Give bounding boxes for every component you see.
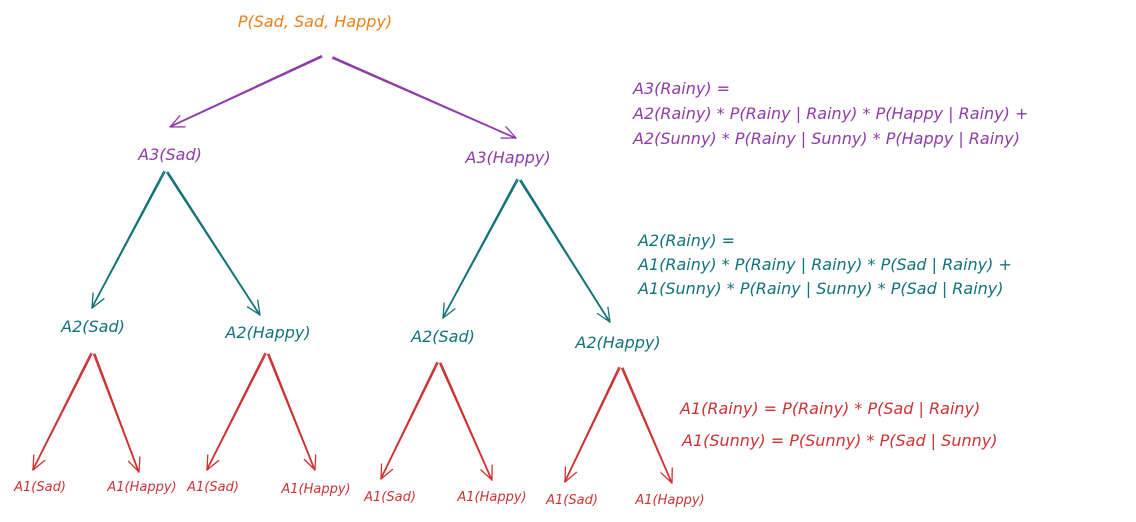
a2-formula-line-1: A2(Rainy) = (637, 231, 735, 250)
tree-edges (31, 55, 673, 484)
a2-happy-node-1: A2(Happy) (224, 323, 310, 342)
a3-happy-node: A3(Happy) (464, 148, 550, 167)
a1-sad-leaf-1: A1(Sad) (13, 480, 66, 495)
edge-a2-sad-2-a1-sad (379, 361, 439, 480)
a1-formula-line-1: A1(Rainy) = P(Rainy) * P(Sad | Rainy) (679, 399, 980, 418)
a2-sad-node-2: A2(Sad) (410, 327, 475, 346)
a1-sad-leaf-2: A1(Sad) (186, 480, 239, 495)
edge-a3-sad-a2-sad (90, 170, 166, 309)
edge-a2-happy-2-a1-sad (563, 366, 621, 483)
edge-a2-happy-2-a1-happy (621, 367, 673, 484)
edge-root-a3-happy (331, 56, 517, 140)
a3-formula-line-3: A2(Sunny) * P(Rainy | Sunny) * P(Happy |… (632, 129, 1020, 148)
a2-sad-node-1: A2(Sad) (60, 317, 125, 336)
a3-formula-line-1: A3(Rainy) = (632, 79, 730, 98)
edge-a2-sad-2-a1-happy (439, 362, 493, 481)
edge-a2-happy-1-a1-sad (205, 352, 267, 471)
edge-a3-happy-a2-happy (519, 179, 611, 323)
a1-sad-leaf-4: A1(Sad) (545, 493, 598, 508)
a2-happy-node-2: A2(Happy) (574, 333, 660, 352)
a1-happy-leaf-4: A1(Happy) (634, 493, 704, 508)
a3-formula-line-2: A2(Rainy) * P(Rainy | Rainy) * P(Happy |… (632, 104, 1028, 123)
edge-root-a3-sad (169, 55, 323, 128)
edge-a2-sad-1-a1-happy (93, 353, 141, 473)
a3-sad-node: A3(Sad) (137, 145, 202, 164)
a1-happy-leaf-2: A1(Happy) (280, 482, 350, 497)
edge-a3-happy-a2-sad (441, 178, 519, 319)
edge-a2-happy-1-a1-happy (267, 353, 317, 471)
a2-formula-line-3: A1(Sunny) * P(Rainy | Sunny) * P(Sad | R… (637, 279, 1004, 298)
root-node: P(Sad, Sad, Happy) (238, 12, 392, 31)
a1-formula-line-2: A1(Sunny) = P(Sunny) * P(Sad | Sunny) (681, 431, 997, 450)
a2-formula-line-2: A1(Rainy) * P(Rainy | Rainy) * P(Sad | R… (637, 255, 1012, 274)
a1-sad-leaf-3: A1(Sad) (363, 490, 416, 505)
edge-a3-sad-a2-happy (166, 171, 261, 316)
a1-happy-leaf-3: A1(Happy) (456, 490, 526, 505)
edge-a2-sad-1-a1-sad (31, 352, 93, 471)
a1-happy-leaf-1: A1(Happy) (106, 480, 176, 495)
